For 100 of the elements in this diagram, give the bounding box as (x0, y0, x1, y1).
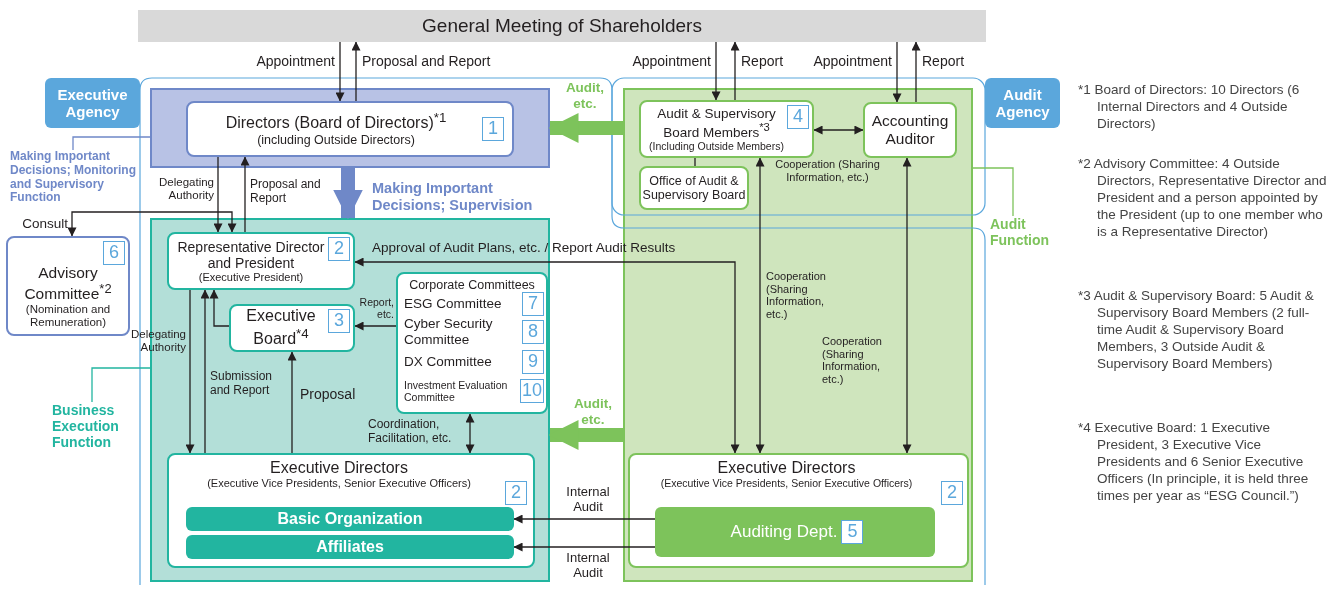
committee-panel (396, 272, 548, 414)
edge-label: Report, etc. (358, 296, 394, 321)
org-box (229, 304, 355, 352)
node-subtitle: (Executive Vice Presidents, Senior Executive Officers) (207, 477, 471, 491)
edge-label: Making Important Decisions; Supervision (372, 180, 534, 214)
arrow (513, 514, 656, 524)
footnote: *2 Advisory Committee: 4 Outside Directors, Representative Director and President and a person appointed by the President (up to one member who is a Representative Director) (1078, 156, 1328, 241)
arrow (354, 257, 740, 454)
edge-label: Report (741, 53, 785, 70)
arrow (213, 156, 223, 233)
edge-label: Audit, etc. (564, 80, 606, 112)
number-badge: 4 (787, 105, 809, 129)
footnote: *3 Audit & Supervisory Board: 5 Audit & Supervisory Board Members (2 full-time Audit & Supervisory Board Members, 3 Outside Audit & Supervisory Board Members) (1078, 288, 1315, 373)
org-box: Accounting Auditor (863, 102, 957, 158)
node-subtitle: (Executive President) (198, 270, 304, 284)
arrow (813, 125, 864, 135)
edge-label: Appointment (631, 53, 711, 70)
arrow (354, 321, 397, 331)
arrow (911, 41, 921, 103)
number-badge: 10 (519, 379, 544, 403)
org-box (167, 232, 355, 290)
arrow (240, 156, 250, 233)
arrow (465, 413, 475, 454)
org-group-box (167, 453, 535, 568)
edge-label: Proposal and Report (362, 53, 492, 70)
arrow (185, 289, 195, 454)
number-badge: 7 (522, 292, 544, 316)
node-title: Executive Board$^{*4}$ (245, 307, 317, 349)
node-subtitle: (Including Outside Members) (649, 140, 784, 153)
org-bar: Basic Organization (186, 507, 514, 531)
agency-tab: Audit Agency (985, 78, 1060, 128)
edge-label: Appointment (812, 53, 892, 70)
block-arrow (548, 113, 623, 143)
function-label: Business Execution Function (52, 402, 138, 450)
node-subtitle: (Nomination and Remuneration) (24, 303, 112, 330)
item-text: Auditing Dept. (730, 522, 838, 542)
function-label: Audit Function (990, 216, 1070, 252)
board-band (150, 88, 550, 168)
edge-label: Proposal and Report (250, 178, 322, 206)
edge-label: Internal Audit (565, 551, 611, 581)
agency-tab: Executive Agency (45, 78, 140, 128)
edge-label: Report (922, 53, 966, 70)
edge-label: Audit, etc. (572, 396, 614, 428)
edge-label: Cooperation (Sharing Information, etc.) (774, 158, 881, 184)
arrow (892, 41, 902, 103)
node-title: Advisory Committee$^{*2}$ (23, 264, 113, 304)
edge-label: Internal Audit (565, 485, 611, 515)
connector-line (694, 157, 696, 167)
footnote: *4 Executive Board: 1 Executive President, 3 Executive Vice Presidents and 6 Senior Executive Officers (In principle, it is held three times per year as “ESG Council.”) (1078, 420, 1310, 505)
node-title: Executive Directors (270, 459, 408, 478)
org-box: Office of Audit & Supervisory Board (639, 166, 749, 210)
number-badge: 6 (103, 241, 125, 265)
block-arrow (333, 168, 363, 220)
arrow (902, 157, 912, 454)
arrow (200, 289, 210, 454)
block-arrow (548, 420, 623, 450)
footnote: *1 Board of Directors: 10 Directors (6 Internal Directors and 4 Outside Directors) (1078, 82, 1301, 133)
node-subtitle: (including Outside Directors) (257, 133, 415, 148)
item-text: Investment Evaluation Committee (404, 378, 509, 404)
edge-label: Delegating Authority (158, 176, 214, 203)
node-subtitle: (Executive Vice Presidents, Senior Executive Officers) (660, 477, 913, 490)
edge-label: Proposal (300, 386, 357, 403)
department-bar (655, 507, 935, 557)
item-text: Cyber Security Committee (404, 316, 494, 348)
arrow (209, 289, 230, 327)
item-text: ESG Committee (404, 296, 502, 312)
edge-label: Consult (21, 216, 68, 232)
arrow (513, 542, 656, 552)
number-badge: 2 (328, 237, 350, 261)
node-title: Representative Director and President (176, 238, 326, 271)
org-box (186, 101, 514, 157)
node-title: Audit & Supervisory Board Members$^{*3}$ (656, 105, 777, 141)
edge-label: Coordination, Facilitation, etc. (368, 418, 453, 446)
org-box (6, 236, 130, 336)
org-bar: Affiliates (186, 535, 514, 559)
node-title: Directors (Board of Directors)$^{*1}$ (225, 110, 447, 134)
number-badge: 5 (841, 520, 864, 544)
arrow (730, 41, 740, 101)
edge-label: Cooperation (Sharing Information, etc.) (822, 335, 883, 386)
arrow (711, 41, 721, 101)
number-badge: 9 (522, 350, 544, 374)
org-group-box (628, 453, 969, 568)
leader-line (72, 136, 151, 151)
number-badge: 2 (505, 481, 527, 505)
leader-line (972, 167, 1014, 217)
arrow (287, 351, 297, 454)
number-badge: 3 (328, 309, 350, 333)
function-label: Making Important Decisions; Monitoring and Supervisory Function (10, 150, 138, 208)
node-title: Corporate Committees (409, 278, 535, 293)
arrow (67, 211, 237, 237)
node-title: Executive Directors (717, 459, 856, 478)
number-badge: 1 (482, 117, 504, 141)
org-box (639, 100, 814, 158)
arrow (755, 157, 765, 454)
edge-label: Submission and Report (210, 370, 274, 398)
number-badge: 8 (522, 320, 544, 344)
number-badge: 2 (941, 481, 963, 505)
edge-label: Appointment (255, 53, 335, 70)
header-bar: General Meeting of Shareholders (138, 10, 986, 42)
edge-label: Cooperation (Sharing Information, etc.) (766, 270, 827, 321)
